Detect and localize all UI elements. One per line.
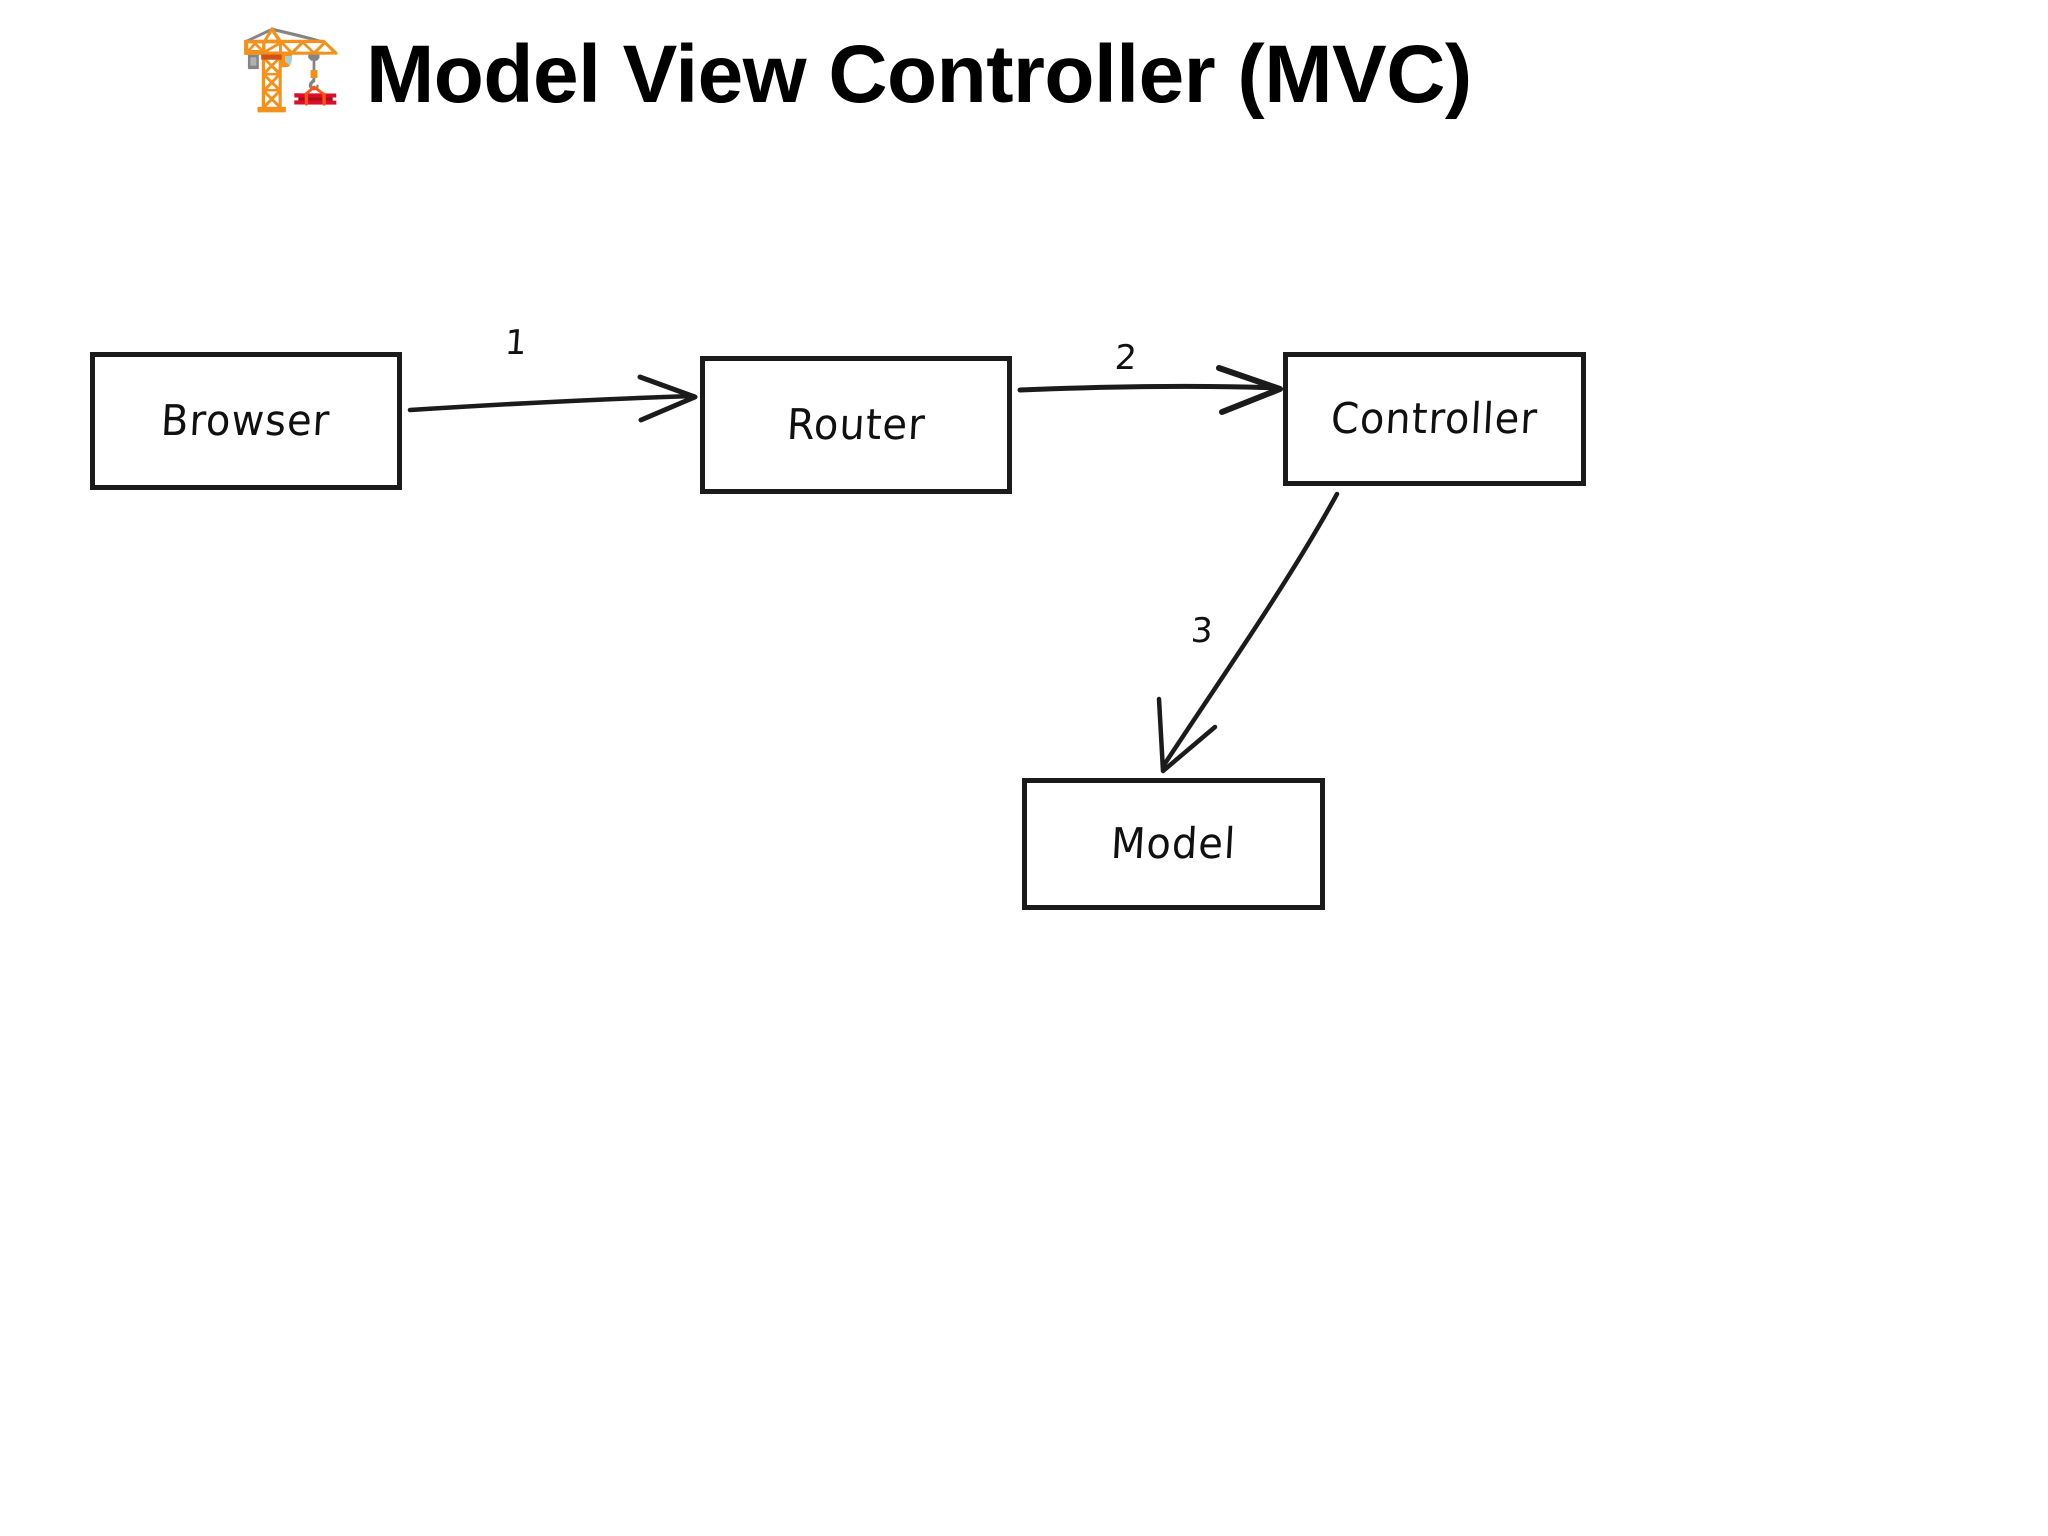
node-model-label: Model [1109,819,1238,869]
construction-crane-icon: 🏗️ [238,19,343,113]
node-controller[interactable]: Controller [1283,352,1586,486]
node-router-label: Router [785,400,927,450]
edge-browser-to-router [407,374,698,423]
slide-header: 🏗️ Model View Controller (MVC) [0,0,2048,150]
node-router[interactable]: Router [700,356,1012,494]
page-title: Model View Controller (MVC) [366,29,1472,120]
edge-router-to-controller [1017,365,1283,415]
edge-controller-to-model [1156,491,1340,774]
node-model[interactable]: Model [1022,778,1325,910]
edge-label-3: 3 [1189,611,1215,651]
node-browser-label: Browser [160,396,332,446]
edge-label-2: 2 [1113,338,1139,378]
edge-label-1: 1 [503,323,529,363]
node-browser[interactable]: Browser [90,352,402,490]
node-controller-label: Controller [1329,394,1540,444]
